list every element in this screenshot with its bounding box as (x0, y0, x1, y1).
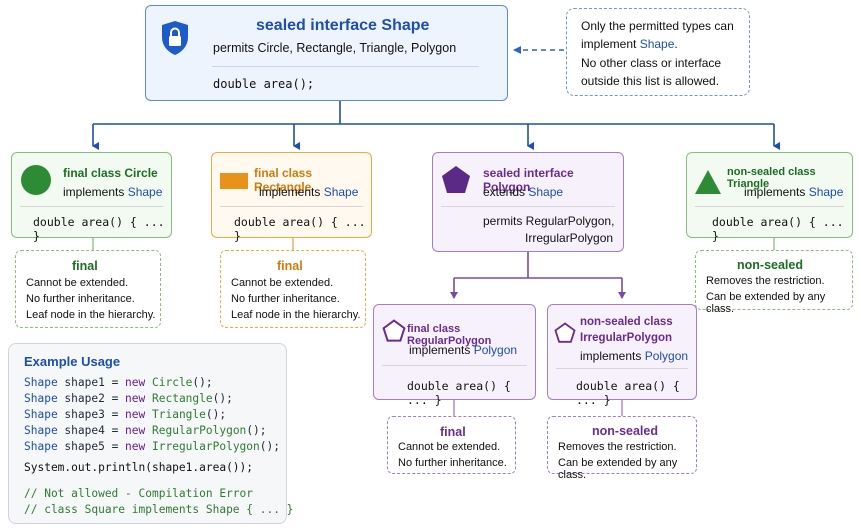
permits-clause: permits RegularPolygon, (483, 214, 615, 228)
code-line: Shape shape3 = new Triangle(); (24, 408, 227, 421)
permits-clause: permits Circle, Rectangle, Triangle, Pol… (213, 41, 457, 55)
non-sealed-note-irregular-polygon: non-sealed Removes the restriction. Can … (547, 416, 697, 481)
note-line: No further inheritance. (231, 293, 340, 305)
divider (20, 206, 163, 207)
divider (695, 206, 844, 207)
interface-title: sealed interface Shape (256, 17, 430, 34)
modifier-title: non-sealed (737, 258, 803, 272)
triangle-icon (695, 170, 721, 194)
permits-clause: IrregularPolygon (525, 231, 614, 245)
rectangle-icon (220, 173, 248, 189)
method-signature: double area() { ... } (234, 215, 366, 243)
method-signature: double area() { ... } (407, 379, 511, 407)
note-line: Removes the restriction. (558, 441, 677, 453)
code-comment: // class Square implements Shape { ... } (24, 503, 294, 516)
regular-polygon-class-box: final class RegularPolygon implements Po… (373, 304, 536, 407)
method-signature: double area() { ... } (576, 379, 680, 407)
class-title: final class Rectangle (254, 166, 313, 194)
code-line: System.out.println(shape1.area()); (24, 461, 254, 474)
pentagon-outline-icon (382, 319, 406, 342)
code-line: Shape shape1 = new Circle(); (24, 376, 213, 389)
note-line: Cannot be extended. (398, 441, 501, 453)
divider (556, 368, 688, 369)
pentagon-outline-icon (554, 322, 576, 343)
code-line: Shape shape5 = new IrregularPolygon(); (24, 440, 280, 453)
note-line: Leaf node in the hierarchy. (26, 309, 156, 321)
method-signature: double area(); (213, 77, 315, 91)
note-line: implement Shape. (581, 37, 678, 51)
class-title: final class Circle (63, 166, 158, 180)
interface-relation: extends Shape (483, 185, 564, 199)
modifier-title: final (72, 259, 98, 273)
code-line: Shape shape2 = new Rectangle(); (24, 392, 233, 405)
modifier-title: final (277, 259, 303, 273)
class-relation: implements Polygon (409, 343, 518, 357)
class-relation: implements Polygon (580, 349, 689, 363)
method-signature: double area() { ... } (33, 215, 165, 243)
class-relation: implements Shape (63, 185, 163, 199)
polygon-interface-box: sealed interface Polygon extends Shape p… (432, 152, 624, 252)
example-heading: Example Usage (24, 354, 121, 369)
note-line: Removes the restriction. (706, 275, 825, 287)
circle-icon (21, 165, 51, 195)
note-line: Can be extended by any class. (706, 291, 826, 315)
final-note-rectangle: final Cannot be extended. No further inh… (220, 250, 366, 328)
code-line: Shape shape4 = new RegularPolygon(); (24, 424, 267, 437)
class-relation: implements Shape (744, 185, 844, 199)
permitted-types-note: Only the permitted types can implement S… (566, 8, 750, 96)
lock-shield-icon (162, 21, 188, 55)
note-line: Cannot be extended. (26, 277, 129, 289)
note-line: No further inheritance. (398, 457, 507, 469)
method-signature: double area() { ... } (712, 215, 844, 243)
class-title: non-sealed class (580, 316, 673, 328)
pentagon-icon (442, 166, 470, 193)
note-line: Can be extended by any class. (558, 457, 678, 481)
class-title: final class RegularPolygon (407, 323, 492, 347)
divider (382, 365, 527, 366)
interface-title: sealed interface Polygon (483, 166, 574, 194)
note-line: No further inheritance. (26, 293, 135, 305)
final-note-regular-polygon: final Cannot be extended. No further inh… (387, 416, 516, 474)
class-relation: implements Shape (259, 185, 359, 199)
note-line: Only the permitted types can (581, 19, 734, 33)
rectangle-class-box: final class Rectangle implements Shape d… (211, 152, 372, 243)
divider (212, 66, 479, 67)
divider (220, 206, 363, 207)
note-line: Leaf node in the hierarchy. (231, 309, 361, 321)
note-line: No other class or interface (581, 56, 722, 70)
final-note-circle: final Cannot be extended. No further inh… (15, 250, 161, 328)
modifier-title: final (440, 425, 466, 439)
circle-class-box: final class Circle implements Shape doub… (11, 152, 172, 243)
class-title: non-sealed class Triangle (727, 166, 816, 190)
triangle-class-box: non-sealed class Triangle implements Sha… (686, 152, 853, 243)
irregular-polygon-class-box: non-sealed class IrregularPolygon implem… (547, 304, 697, 407)
note-line: outside this list is allowed. (581, 74, 720, 88)
code-comment: // Not allowed - Compilation Error (24, 487, 254, 500)
non-sealed-note-triangle: non-sealed Removes the restriction. Can … (695, 250, 853, 315)
divider (441, 206, 615, 207)
example-usage-panel: Example Usage Shape shape1 = new Circle(… (8, 343, 293, 524)
class-title: IrregularPolygon (580, 332, 673, 344)
modifier-title: non-sealed (592, 424, 658, 438)
note-line: Cannot be extended. (231, 277, 334, 289)
sealed-interface-shape-box: sealed interface Shape permits Circle, R… (145, 5, 508, 101)
